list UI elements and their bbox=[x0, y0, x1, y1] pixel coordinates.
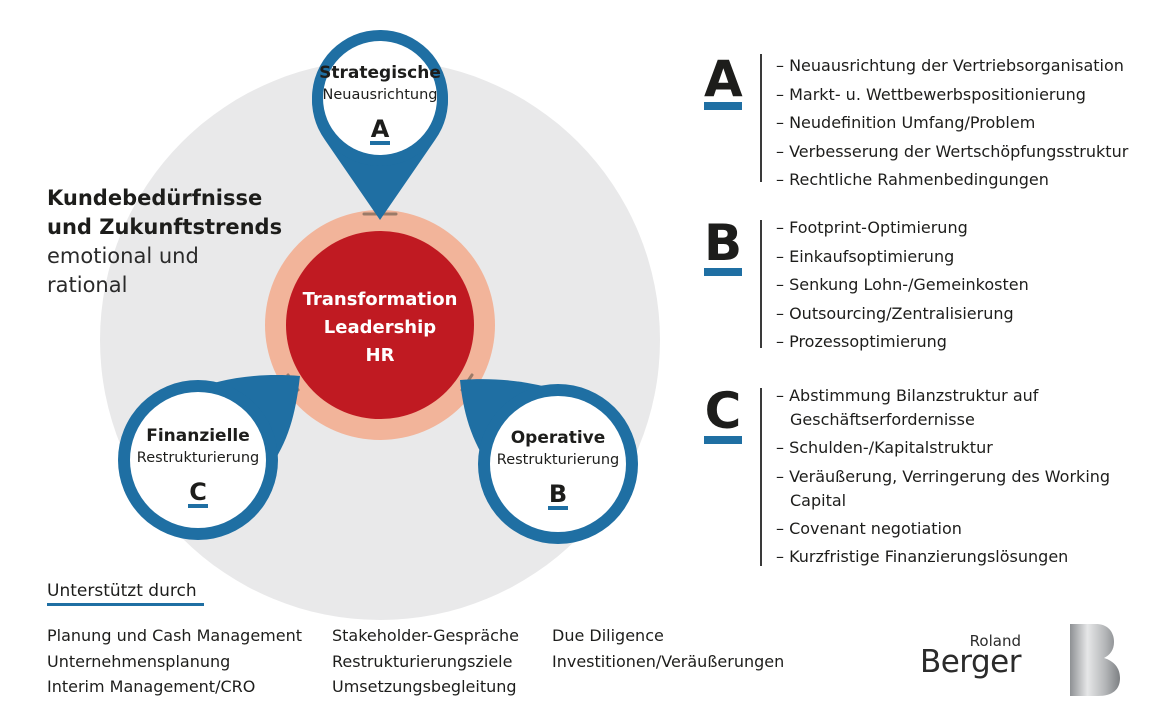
legend-a-letter-bar bbox=[704, 102, 742, 110]
support-item: Restrukturierungsziele bbox=[332, 651, 513, 671]
legend-b-letter: B bbox=[704, 214, 743, 272]
legend-c-letter: C bbox=[704, 382, 742, 440]
support-title-underline bbox=[47, 603, 204, 606]
support-item: Interim Management/CRO bbox=[47, 677, 256, 696]
transformation-diagram: Transformation Leadership HR Strategisch… bbox=[100, 30, 660, 620]
legend-c-divider bbox=[760, 388, 762, 566]
logo-berger-text: Berger bbox=[919, 644, 1022, 680]
legend-b-item: – Footprint-Optimierung bbox=[776, 218, 968, 237]
support-item: Unternehmensplanung bbox=[47, 651, 231, 671]
pin-a-title: Strategische bbox=[319, 63, 441, 83]
pin-b-letter-bar bbox=[548, 506, 568, 510]
needs-line-4: rational bbox=[47, 273, 128, 297]
pin-c-subtitle: Restrukturierung bbox=[137, 450, 259, 466]
support-item: Planung und Cash Management bbox=[47, 626, 303, 645]
legend-b-divider bbox=[760, 220, 762, 348]
pin-b-letter: B bbox=[549, 480, 567, 508]
pin-c-letter-bar bbox=[188, 504, 208, 508]
needs-line-1: Kundebedürfnisse bbox=[47, 186, 263, 210]
legend-c: C – Abstimmung Bilanzstruktur auf Geschä… bbox=[704, 382, 1144, 572]
legend-c-item: – Kurzfristige Finanzierungslösungen bbox=[776, 547, 1069, 566]
legend-b-item: – Prozessoptimierung bbox=[776, 332, 947, 351]
legend-a-divider bbox=[760, 54, 762, 182]
pin-c-letter: C bbox=[189, 478, 207, 506]
legend-b-item: – Outsourcing/Zentralisierung bbox=[776, 303, 1014, 323]
pin-c-finanzielle-restrukturierung[interactable]: Finanzielle Restrukturierung C bbox=[118, 375, 300, 540]
legend-b: B – Footprint-Optimierung – Einkaufsopti… bbox=[704, 214, 1144, 354]
pin-b-subtitle: Restrukturierung bbox=[497, 452, 619, 468]
needs-line-2: und Zukunftstrends bbox=[47, 215, 283, 239]
support-column-1: Planung und Cash Management Unternehmens… bbox=[47, 623, 302, 700]
legend-c-item: – Abstimmung Bilanzstruktur auf Geschäft… bbox=[776, 386, 1039, 429]
legend-a-item: – Rechtliche Rahmenbedingungen bbox=[776, 170, 1049, 189]
pin-a-strategische-neuausrichtung[interactable]: Strategische Neuausrichtung A bbox=[311, 30, 448, 220]
support-item: Investitionen/Veräußerungen bbox=[552, 651, 785, 671]
legend-c-list: – Abstimmung Bilanzstruktur auf Geschäft… bbox=[776, 382, 1140, 572]
center-core bbox=[286, 231, 474, 419]
legend-a-letter: A bbox=[704, 50, 743, 108]
legend-c-item: – Veräußerung, Verringerung des Working … bbox=[776, 466, 1111, 510]
legend-c-item: – Schulden-/Kapitalstruktur bbox=[776, 438, 993, 457]
legend-a: A – Neuausrichtung der Vertriebsorganisa… bbox=[704, 50, 1144, 189]
center-line-3: HR bbox=[366, 345, 395, 366]
logo-roland-text: Roland bbox=[969, 632, 1021, 650]
legend-a-item: – Verbesserung der Wertschöpfungsstruktu… bbox=[776, 141, 1129, 161]
pin-a-letter: A bbox=[371, 115, 390, 143]
legend-a-list: – Neuausrichtung der Vertriebsorganisati… bbox=[776, 52, 1128, 195]
center-line-2: Leadership bbox=[324, 317, 436, 338]
pin-c-title: Finanzielle bbox=[146, 426, 250, 446]
support-column-3: Due Diligence Investitionen/Veräußerunge… bbox=[552, 623, 784, 674]
support-title: Unterstützt durch bbox=[47, 581, 197, 601]
support-item: Umsetzungsbegleitung bbox=[332, 677, 517, 696]
legend-b-item: – Einkaufsoptimierung bbox=[776, 246, 955, 266]
legend-b-item: – Senkung Lohn-/Gemeinkosten bbox=[776, 275, 1029, 294]
support-item: Stakeholder-Gespräche bbox=[332, 626, 519, 645]
center-line-1: Transformation bbox=[303, 289, 458, 310]
needs-line-3: emotional und bbox=[47, 244, 199, 268]
legend-b-letter-bar bbox=[704, 268, 742, 276]
legend-a-item: – Neuausrichtung der Vertriebsorganisati… bbox=[776, 56, 1124, 75]
legend-c-letter-bar bbox=[704, 436, 742, 444]
pin-b-operative-restrukturierung[interactable]: Operative Restrukturierung B bbox=[460, 379, 638, 544]
logo-b-mark-icon bbox=[1070, 624, 1120, 696]
legend-c-item: – Covenant negotiation bbox=[776, 518, 962, 538]
roland-berger-logo: Roland Berger bbox=[920, 620, 1125, 700]
legend-a-item: – Markt- u. Wettbewerbspositionierung bbox=[776, 84, 1086, 104]
support-column-2: Stakeholder-Gespräche Restrukturierungsz… bbox=[332, 623, 519, 700]
legend-a-item: – Neudefinition Umfang/Problem bbox=[776, 113, 1036, 132]
pin-b-title: Operative bbox=[511, 428, 606, 448]
support-item: Due Diligence bbox=[552, 626, 664, 645]
pin-a-subtitle: Neuausrichtung bbox=[322, 87, 437, 103]
pin-a-letter-bar bbox=[370, 141, 390, 145]
customer-needs-label: Kundebedürfnisse und Zukunftstrends emot… bbox=[47, 184, 282, 300]
legend-b-list: – Footprint-Optimierung – Einkaufsoptimi… bbox=[776, 214, 1029, 357]
